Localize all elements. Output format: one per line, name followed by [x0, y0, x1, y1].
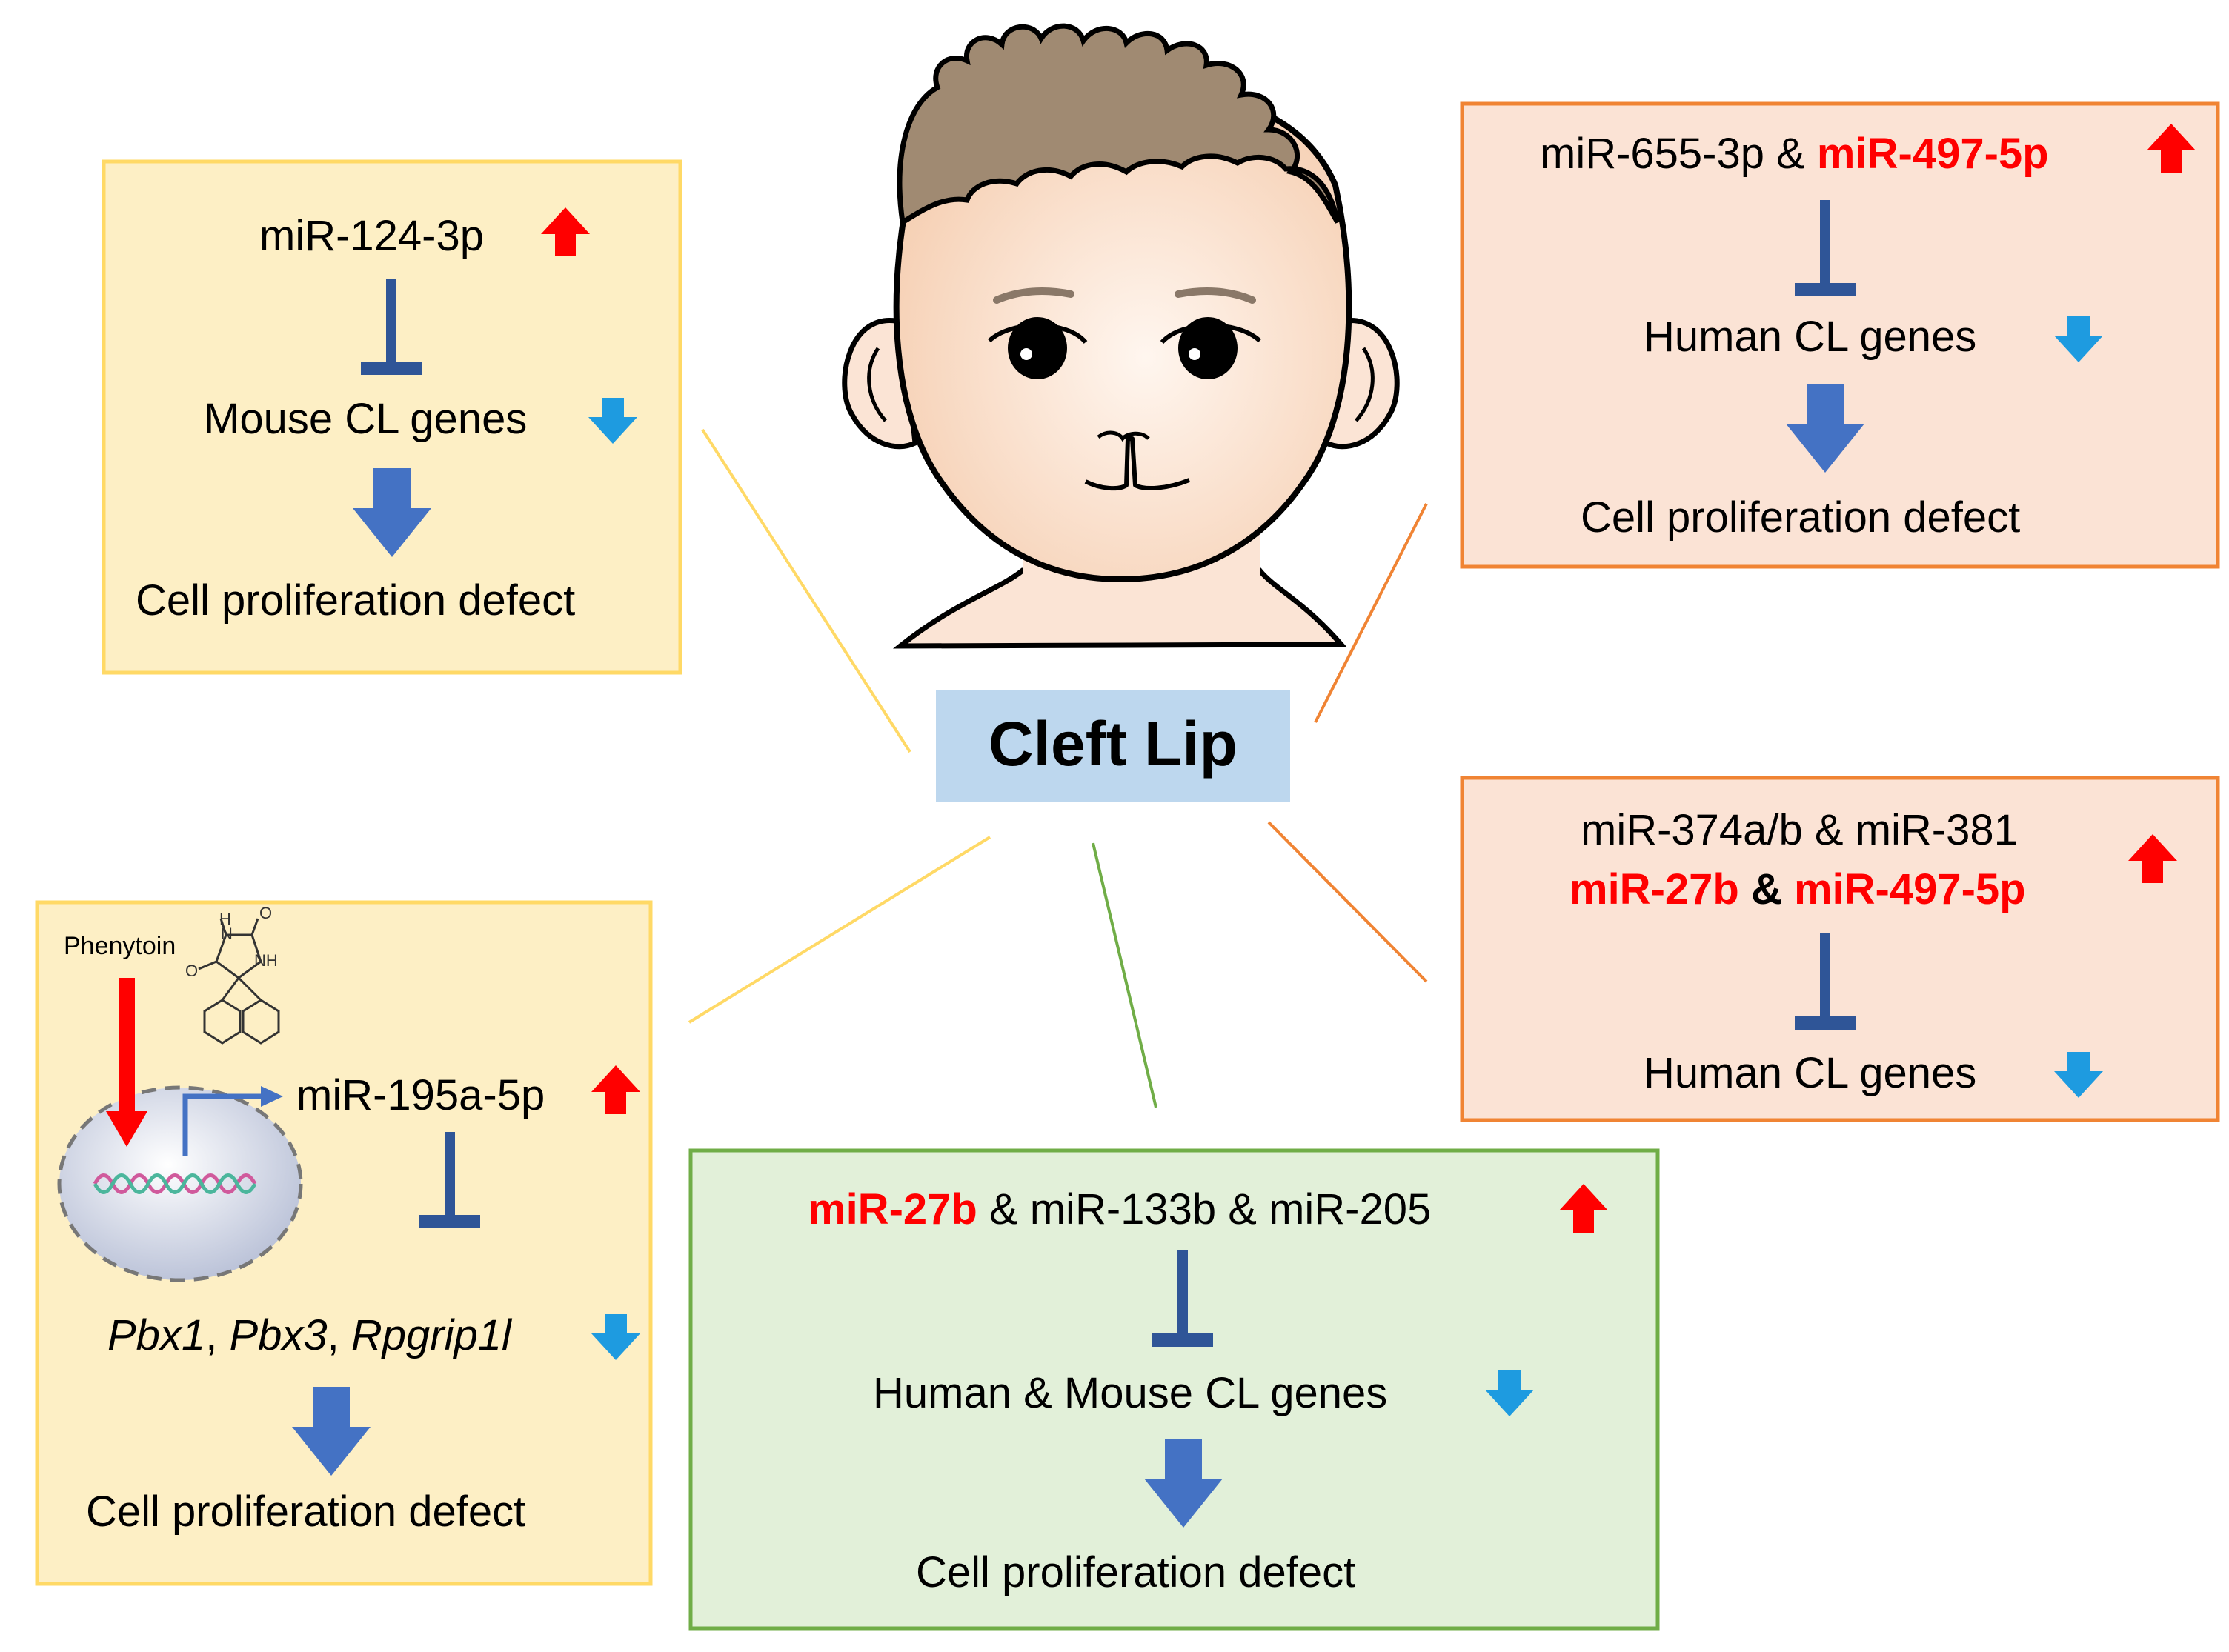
structure-n2: NH	[254, 951, 278, 970]
center-label: Cleft Lip	[936, 690, 1290, 802]
human-2-mirna-line2: miR-27b & miR-497-5p	[1569, 865, 2026, 913]
dna-helix-icon	[93, 1173, 257, 1194]
human-pathway-2-box: miR-374a/b & miR-381 miR-27b & miR-497-5…	[1460, 776, 2220, 1122]
nucleus-cell	[57, 1085, 303, 1282]
human-1-mirna: miR-655-3p & miR-497-5p	[1540, 130, 2049, 178]
gene-separator: ,	[205, 1311, 229, 1359]
shared-mirna-highlight: miR-27b	[808, 1185, 977, 1233]
shared-mirna-plain: & miR-133b & miR-205	[977, 1185, 1431, 1233]
human-1-mirna-highlight: miR-497-5p	[1817, 130, 2049, 178]
phenytoin-target-genes: Pbx1, Pbx3, Rpgrip1l	[107, 1311, 513, 1359]
human-2-mirna-highlight-b: miR-497-5p	[1794, 865, 2026, 913]
human-1-box-frame	[1460, 101, 2220, 569]
phenytoin-arrow-icon	[106, 978, 147, 1147]
left-eyebrow	[993, 287, 1074, 304]
right-eyebrow	[1175, 287, 1256, 304]
left-eye-highlight	[1020, 348, 1032, 360]
mouse-outcome: Cell proliferation defect	[136, 576, 575, 625]
left-eye	[1008, 317, 1067, 379]
right-eye	[1178, 317, 1238, 379]
connector-mouse	[701, 428, 911, 753]
human-2-mirna-highlight-a: miR-27b	[1569, 865, 1739, 913]
mouse-target-genes: Mouse CL genes	[204, 395, 527, 443]
human-1-outcome: Cell proliferation defect	[1581, 493, 2020, 542]
human-2-target-genes: Human CL genes	[1644, 1049, 1976, 1097]
center-label-box	[936, 690, 1290, 802]
human-1-target-genes: Human CL genes	[1644, 313, 1976, 361]
structure-o1: O	[259, 904, 272, 922]
gene-separator: ,	[328, 1311, 351, 1359]
mouse-pathway-box: miR-124-3p Mouse CL genes Cell prolifera…	[102, 159, 682, 675]
human-2-mirna-plain: &	[1739, 865, 1794, 913]
human-2-box-frame	[1460, 776, 2220, 1122]
gene-pbx1: Pbx1	[107, 1311, 205, 1359]
connector-human-2	[1267, 821, 1428, 983]
structure-h1: H	[219, 910, 231, 928]
center-label-text: Cleft Lip	[989, 709, 1238, 779]
left-eye-lid	[987, 323, 1088, 344]
phenytoin-mirna: miR-195a-5p	[296, 1071, 545, 1119]
cleft-lip	[1084, 436, 1191, 491]
right-eye-lid	[1160, 323, 1262, 344]
phenytoin-label: Phenytoin	[64, 932, 176, 960]
left-ear-inner	[867, 347, 887, 422]
phenytoin-outcome: Cell proliferation defect	[86, 1488, 525, 1536]
human-1-mirna-plain: miR-655-3p &	[1540, 130, 1817, 178]
shared-target-genes: Human & Mouse CL genes	[873, 1369, 1387, 1417]
mouse-box-frame	[102, 159, 682, 675]
gene-pbx3: Pbx3	[229, 1311, 327, 1359]
gene-rpgrip1l: Rpgrip1l	[351, 1311, 513, 1359]
structure-n1: N	[221, 925, 233, 943]
shared-box-frame	[688, 1148, 1660, 1631]
phenytoin-pathway-box: Phenytoin N H O NH O miR-195a-5p	[35, 900, 653, 1586]
baby-face-illustration	[842, 23, 1400, 649]
structure-o2: O	[185, 962, 198, 980]
right-eye-highlight	[1189, 348, 1200, 360]
shared-mirna: miR-27b & miR-133b & miR-205	[808, 1185, 1431, 1233]
human-2-mirna-line1: miR-374a/b & miR-381	[1581, 806, 2018, 854]
shared-outcome: Cell proliferation defect	[916, 1548, 1355, 1596]
connector-shared	[1092, 842, 1157, 1108]
mouse-mirna: miR-124-3p	[259, 212, 484, 260]
connector-lines	[688, 428, 1428, 1108]
transcription-arrow-icon	[182, 1086, 283, 1156]
nose	[1097, 430, 1150, 442]
hair	[897, 23, 1341, 227]
connector-phenytoin	[688, 836, 991, 1024]
human-pathway-1-box: miR-655-3p & miR-497-5p Human CL genes C…	[1460, 101, 2220, 569]
shared-pathway-box: miR-27b & miR-133b & miR-205 Human & Mou…	[688, 1148, 1660, 1631]
connector-human-1	[1314, 503, 1428, 723]
phenytoin-structure	[198, 918, 280, 1045]
right-ear-inner	[1355, 347, 1375, 422]
